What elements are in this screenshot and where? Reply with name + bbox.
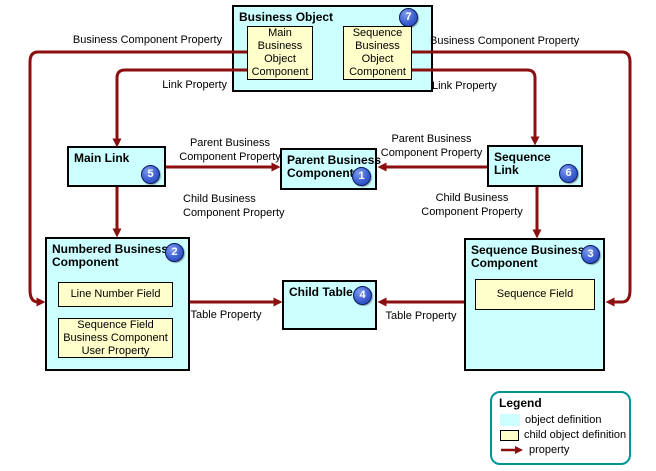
node-parent-business-component: Parent Business Component 1 — [280, 148, 382, 190]
step-badge-6: 6 — [559, 164, 578, 183]
legend-item-property: property — [492, 444, 629, 456]
step-badge-7: 7 — [399, 8, 418, 27]
label-link-property-left: Link Property — [162, 79, 227, 91]
child-main-business-object-component: Main Business Object Component — [247, 26, 313, 80]
label-table-property-right: Table Property — [385, 310, 457, 322]
label-child-bcp-left: Child Business Component Property — [183, 193, 285, 219]
node-title: Business Object — [239, 10, 334, 24]
label-parent-bcp-right: Parent Business Component Property — [380, 133, 483, 159]
object-definition-swatch-icon — [500, 414, 520, 426]
label-link-property-right: Link Property — [432, 80, 497, 92]
node-numbered-business-component: Numbered Business Component 2 Line Numbe… — [45, 237, 190, 371]
legend-item-object-definition: object definition — [492, 414, 629, 426]
label-child-bcp-right: Child Business Component Property — [421, 192, 523, 218]
label-business-component-property-right: Business Component Property — [430, 35, 580, 47]
node-business-object: Business Object 7 Main Business Object C… — [232, 5, 433, 92]
node-main-link: Main Link 5 — [67, 146, 166, 187]
child-object-definition-swatch-icon — [500, 429, 519, 441]
step-badge-1: 1 — [352, 167, 371, 186]
step-badge-2: 2 — [165, 243, 184, 262]
legend: Legend object definition child object de… — [490, 391, 631, 465]
child-sequence-field: Sequence Field — [475, 279, 595, 310]
label-parent-bcp-left: Parent Business Component Property — [179, 137, 281, 163]
step-badge-4: 4 — [353, 286, 372, 305]
node-sequence-business-component: Sequence Business Component 3 Sequence F… — [464, 238, 605, 371]
node-sequence-link: Sequence Link 6 — [487, 145, 583, 187]
property-arrow-icon — [501, 446, 523, 454]
child-sequence-field-bc-user-property: Sequence Field Business Component User P… — [58, 318, 173, 358]
legend-title: Legend — [499, 396, 542, 410]
child-line-number-field: Line Number Field — [58, 282, 173, 307]
node-title: Main Link — [74, 151, 130, 165]
label-business-component-property-left: Business Component Property — [72, 34, 223, 46]
node-child-table: Child Table 4 — [282, 280, 377, 330]
node-title: Parent Business Component — [287, 153, 382, 180]
step-badge-3: 3 — [581, 245, 600, 264]
node-title: Child Table — [289, 285, 353, 299]
child-sequence-business-object-component: Sequence Business Object Component — [343, 26, 412, 80]
legend-item-child-object-definition: child object definition — [492, 429, 629, 441]
step-badge-5: 5 — [141, 165, 160, 184]
label-table-property-left: Table Property — [190, 309, 262, 321]
